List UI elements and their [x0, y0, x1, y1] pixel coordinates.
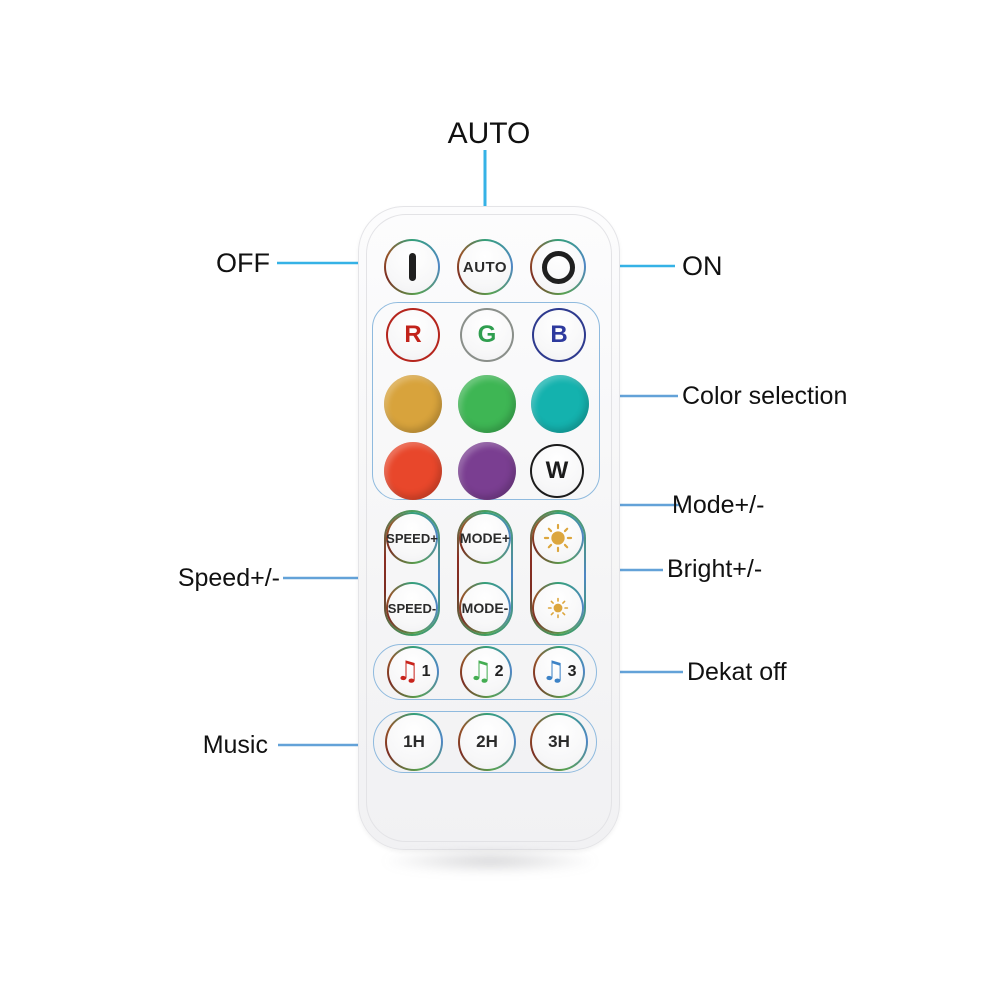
timer-2h-button[interactable]: 2H — [458, 713, 516, 771]
sun-small-icon — [547, 597, 569, 619]
green-color-button[interactable] — [458, 375, 516, 433]
sun-large-icon — [543, 523, 573, 553]
teal-color-button[interactable] — [531, 375, 589, 433]
blue-letter-button[interactable]: B — [532, 308, 586, 362]
green-letter-button[interactable]: G — [460, 308, 514, 362]
white-button-label: W — [545, 457, 569, 484]
timer-2h-label: 2H — [476, 732, 498, 751]
label-dekat-off: Dekat off — [687, 658, 787, 686]
mode-minus-label: MODE- — [461, 600, 509, 616]
bright-pill — [530, 510, 586, 636]
timer-3h-button[interactable]: 3H — [530, 713, 588, 771]
bright-minus-button[interactable] — [532, 582, 584, 634]
label-bright: Bright+/- — [667, 555, 763, 583]
red-letter-button[interactable]: R — [386, 308, 440, 362]
color-selection-group: R G B W — [372, 302, 600, 500]
red-letter-label: R — [404, 321, 422, 348]
label-speed: Speed+/- — [177, 564, 280, 592]
purple-color-button[interactable] — [458, 442, 516, 500]
timer-group: 1H 2H 3H — [373, 711, 597, 773]
blue-letter-label: B — [550, 321, 568, 348]
auto-button[interactable]: AUTO — [457, 239, 513, 295]
music-2-button[interactable]: ♫ 2 — [460, 645, 512, 698]
mode-plus-label: MODE+ — [459, 530, 511, 546]
power-off-button[interactable] — [384, 239, 440, 295]
music-note-icon: ♫ — [541, 656, 566, 687]
mode-pill: MODE+ MODE- — [457, 510, 513, 636]
music-3-button[interactable]: ♫ 3 — [533, 645, 585, 698]
label-off: OFF — [216, 248, 270, 278]
green-letter-label: G — [477, 321, 497, 348]
label-color-selection: Color selection — [682, 382, 848, 410]
remote-shadow — [380, 849, 600, 873]
music-note-icon: ♫ — [468, 656, 493, 687]
gold-color-button[interactable] — [384, 375, 442, 433]
speed-minus-button[interactable]: SPEED- — [386, 582, 438, 634]
timer-3h-label: 3H — [548, 732, 570, 751]
music-1-number: 1 — [421, 662, 431, 680]
white-button[interactable]: W — [530, 444, 584, 498]
mode-minus-button[interactable]: MODE- — [459, 582, 511, 634]
speed-plus-button[interactable]: SPEED+ — [386, 512, 438, 564]
timer-1h-button[interactable]: 1H — [385, 713, 443, 771]
music-note-icon: ♫ — [395, 656, 420, 687]
auto-button-label: AUTO — [462, 258, 508, 276]
speed-pill: SPEED+ SPEED- — [384, 510, 440, 636]
bright-plus-button[interactable] — [532, 512, 584, 564]
red-color-button[interactable] — [384, 442, 442, 500]
timer-1h-label: 1H — [403, 732, 425, 751]
music-2-number: 2 — [494, 662, 504, 680]
power-circle-icon — [541, 250, 575, 284]
music-1-button[interactable]: ♫ 1 — [387, 645, 439, 698]
speed-plus-label: SPEED+ — [386, 530, 438, 546]
label-auto: AUTO — [447, 117, 531, 150]
power-on-button[interactable] — [530, 239, 586, 295]
label-mode: Mode+/- — [672, 491, 765, 519]
label-music: Music — [202, 731, 268, 759]
mode-plus-button[interactable]: MODE+ — [459, 512, 511, 564]
power-bar-icon — [408, 253, 416, 281]
label-on: ON — [682, 251, 723, 281]
music-group: ♫ 1 ♫ 2 ♫ 3 — [373, 644, 597, 700]
speed-minus-label: SPEED- — [387, 600, 437, 616]
music-3-number: 3 — [567, 662, 577, 680]
